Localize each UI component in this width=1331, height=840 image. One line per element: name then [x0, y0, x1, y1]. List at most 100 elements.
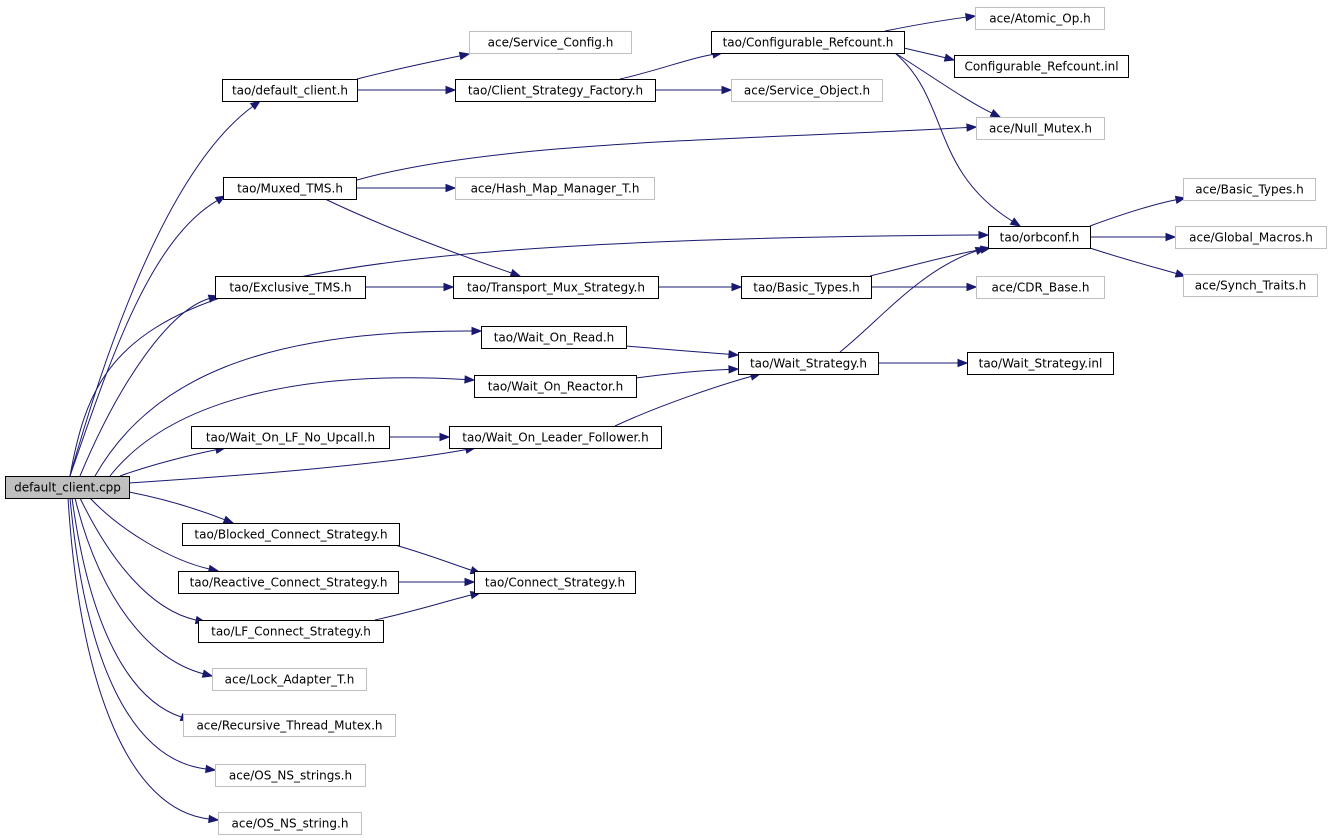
node-os-ns-strings: ace/OS_NS_strings.h — [215, 764, 366, 787]
arrowhead-icon — [731, 282, 743, 292]
arrowhead-icon — [966, 123, 978, 132]
node-tao-basic-types[interactable]: tao/Basic_Types.h — [741, 276, 872, 299]
edge-muxed_tms-to-transport_mux_strategy — [324, 198, 522, 277]
edge-muxed_tms-to-hash_map_manager — [356, 183, 457, 193]
node-box — [976, 276, 1105, 299]
edge-root-to-wait_on_leader_follower — [128, 445, 477, 484]
node-label: ace/Service_Config.h — [488, 36, 614, 50]
node-box — [215, 764, 366, 787]
edge-root-to-default_client — [69, 100, 262, 477]
arrowhead-icon — [222, 515, 235, 524]
node-wait-strategy-inl[interactable]: tao/Wait_Strategy.inl — [967, 352, 1114, 375]
node-box — [182, 523, 400, 546]
node-wait-on-lf-no-upcall[interactable]: tao/Wait_On_LF_No_Upcall.h — [191, 426, 390, 449]
arrowhead-icon — [1009, 217, 1022, 227]
node-ace-basic-types: ace/Basic_Types.h — [1183, 178, 1316, 201]
node-cdr-base: ace/CDR_Base.h — [976, 276, 1105, 299]
node-blocked-connect-strategy[interactable]: tao/Blocked_Connect_Strategy.h — [182, 523, 400, 546]
node-label: ace/Basic_Types.h — [1195, 183, 1303, 197]
node-label: tao/Connect_Strategy.h — [485, 576, 625, 590]
edge-default_client-to-client_strategy_factory — [357, 85, 457, 95]
edge-configurable_refcount-to-atomic_op — [884, 13, 977, 32]
node-wait-on-read[interactable]: tao/Wait_On_Read.h — [481, 326, 627, 349]
node-box — [222, 79, 358, 102]
node-atomic-op: ace/Atomic_Op.h — [975, 7, 1105, 30]
arrowhead-icon — [445, 183, 457, 193]
node-connect-strategy[interactable]: tao/Connect_Strategy.h — [474, 571, 636, 594]
node-configurable-refcount[interactable]: tao/Configurable_Refcount.h — [711, 31, 905, 54]
edge-root-to-muxed_tms — [69, 195, 227, 477]
node-box — [449, 426, 662, 449]
edge-root-to-wait_on_lf_no_upcall — [119, 445, 227, 477]
arrowhead-icon — [205, 764, 217, 774]
node-orbconf[interactable]: tao/orbconf.h — [988, 226, 1091, 249]
node-label: tao/orbconf.h — [1000, 231, 1080, 245]
node-global-macros: ace/Global_Macros.h — [1175, 226, 1327, 249]
node-box — [975, 7, 1105, 30]
node-box — [183, 714, 396, 737]
node-wait-strategy[interactable]: tao/Wait_Strategy.h — [738, 352, 879, 375]
node-label: ace/Recursive_Thread_Mutex.h — [196, 719, 382, 733]
edge-configurable_refcount-to-configurable_refcount_inl — [903, 47, 956, 62]
node-label: tao/Exclusive_TMS.h — [229, 281, 351, 295]
node-label: tao/Muxed_TMS.h — [237, 182, 343, 196]
node-label: tao/Wait_Strategy.h — [750, 357, 867, 371]
node-box — [1183, 274, 1318, 297]
arrowhead-icon — [445, 85, 457, 95]
node-box — [191, 426, 390, 449]
edge-root-to-lock_adapter — [74, 497, 214, 678]
edge-exclusive_tms-to-transport_mux_strategy — [365, 282, 455, 292]
node-transport-mux-strategy[interactable]: tao/Transport_Mux_Strategy.h — [453, 276, 659, 299]
node-muxed-tms[interactable]: tao/Muxed_TMS.h — [223, 177, 357, 200]
arrowhead-icon — [464, 375, 476, 384]
edge-blocked_connect_strategy-to-connect_strategy — [394, 544, 482, 575]
arrowhead-icon — [201, 669, 214, 678]
node-box — [738, 352, 879, 375]
edge-root-to-os_ns_strings — [69, 497, 217, 774]
node-box — [988, 226, 1091, 249]
node-label: Configurable_Refcount.inl — [964, 60, 1118, 74]
node-label: tao/Wait_On_Leader_Follower.h — [462, 431, 648, 445]
node-client-strategy-factory[interactable]: tao/Client_Strategy_Factory.h — [455, 79, 656, 102]
node-box — [731, 79, 883, 102]
node-label: ace/Global_Macros.h — [1189, 231, 1313, 245]
arrowhead-icon — [728, 350, 740, 359]
edge-orbconf-to-global_macros — [1090, 232, 1177, 242]
edge-muxed_tms-to-null_mutex — [356, 123, 978, 181]
node-box — [474, 571, 636, 594]
node-exclusive-tms[interactable]: tao/Exclusive_TMS.h — [215, 276, 366, 299]
node-box — [218, 812, 362, 835]
arrowhead-icon — [214, 195, 227, 205]
node-reactive-connect-strategy[interactable]: tao/Reactive_Connect_Strategy.h — [178, 571, 399, 594]
node-box — [976, 117, 1105, 140]
edge-reactive_connect_strategy-to-connect_strategy — [397, 577, 476, 587]
node-wait-on-leader-follower[interactable]: tao/Wait_On_Leader_Follower.h — [449, 426, 662, 449]
edge-root-to-os_ns_string — [67, 497, 220, 824]
node-default-client[interactable]: tao/default_client.h — [222, 79, 358, 102]
arrowhead-icon — [1165, 232, 1177, 242]
edge-orbconf-to-ace_basic_types — [1089, 195, 1187, 227]
node-box — [178, 571, 399, 594]
node-configurable-refcount-inl[interactable]: Configurable_Refcount.inl — [954, 55, 1129, 78]
arrowhead-icon — [471, 326, 483, 336]
node-wait-on-reactor[interactable]: tao/Wait_On_Reactor.h — [474, 375, 637, 398]
edge-wait_on_lf_no_upcall-to-wait_on_leader_follower — [389, 432, 451, 442]
edge-configurable_refcount-to-orbconf — [894, 52, 1022, 227]
node-label: ace/OS_NS_string.h — [232, 817, 349, 831]
edge-orbconf-to-synch_traits — [1089, 247, 1187, 278]
node-label: tao/Wait_On_Read.h — [494, 331, 615, 345]
node-label: tao/LF_Connect_Strategy.h — [211, 625, 371, 639]
node-label: tao/Configurable_Refcount.h — [723, 36, 894, 50]
node-service-config: ace/Service_Config.h — [469, 31, 632, 54]
node-box — [481, 326, 627, 349]
edge-root-to-wait_on_reactor — [109, 375, 476, 477]
edge-transport_mux_strategy-to-tao_basic_types — [658, 282, 743, 292]
node-lf-connect-strategy[interactable]: tao/LF_Connect_Strategy.h — [198, 620, 384, 643]
arrowhead-icon — [966, 282, 978, 292]
node-label: ace/OS_NS_strings.h — [229, 769, 352, 783]
node-label: ace/Synch_Traits.h — [1195, 279, 1306, 293]
arrowhead-icon — [957, 358, 969, 368]
node-label: tao/Reactive_Connect_Strategy.h — [190, 576, 388, 590]
node-recursive-thread-mutex: ace/Recursive_Thread_Mutex.h — [183, 714, 396, 737]
